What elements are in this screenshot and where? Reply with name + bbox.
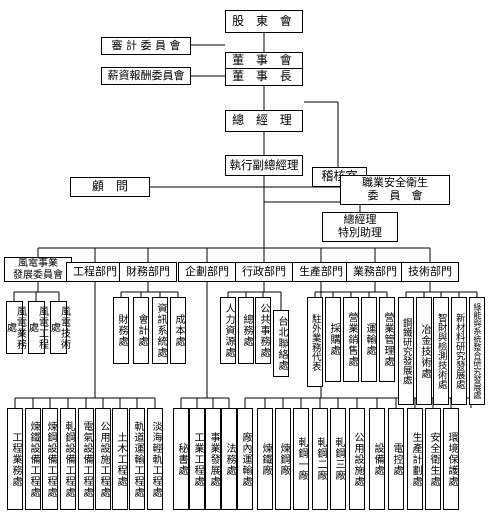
unit-box: 鋼鐵研究發展處 bbox=[398, 297, 414, 405]
unit-box: 軋鋼三廠 bbox=[330, 408, 346, 510]
unit-box: 工程業務處 bbox=[7, 408, 23, 510]
unit-box: 人力資源處 bbox=[220, 297, 236, 364]
unit-box: 營業銷售處 bbox=[343, 297, 359, 382]
board-of-directors-box: 董 事 會 bbox=[225, 52, 303, 69]
dept-admin: 行政部門 bbox=[235, 262, 293, 282]
unit-box: 軋鋼二廠 bbox=[312, 408, 328, 510]
unit-box: 軋鋼一廠 bbox=[293, 408, 309, 510]
unit-box: 法務處 bbox=[221, 408, 237, 510]
unit-box: 煉鐵廠 bbox=[257, 408, 273, 510]
unit-box: 廠內運輸處 bbox=[237, 408, 253, 510]
executive-vp-box: 執行副總經理 bbox=[225, 155, 303, 176]
dept-planning: 企劃部門 bbox=[178, 262, 236, 282]
unit-box: 工業工程處 bbox=[189, 408, 205, 510]
unit-box: 煉鋼廠 bbox=[275, 408, 291, 510]
unit-box: 風電工程處 bbox=[27, 301, 48, 354]
unit-box: 軌道運輸工程處 bbox=[129, 408, 145, 510]
compensation-committee-box: 薪資報酬委員會 bbox=[101, 67, 191, 85]
unit-box: 煉鋼設備工程處 bbox=[42, 408, 58, 510]
dept-technology: 技術部門 bbox=[401, 262, 459, 282]
unit-box: 綠能與系統整合研究發展處 bbox=[469, 297, 485, 405]
chairman-box: 董 事 長 bbox=[225, 68, 303, 86]
unit-box: 設備處 bbox=[369, 408, 385, 510]
unit-box: 智財與檢測技術處 bbox=[433, 297, 449, 405]
unit-box: 採購處 bbox=[325, 297, 341, 382]
unit-box: 營業管理處 bbox=[379, 297, 395, 382]
dept-business: 業務部門 bbox=[346, 262, 404, 282]
unit-box: 電氣設備工程處 bbox=[78, 408, 94, 510]
audit-committee-box: 審 計 委 員 會 bbox=[101, 37, 191, 55]
unit-box: 風電技術處 bbox=[49, 301, 70, 354]
advisor-box: 顧 問 bbox=[70, 177, 150, 197]
unit-box: 公共事務處 bbox=[255, 297, 271, 364]
unit-box: 會計處 bbox=[133, 297, 149, 364]
unit-box: 安全衛生處 bbox=[425, 408, 441, 510]
unit-box: 風電業務處 bbox=[5, 301, 26, 354]
unit-box: 駐外業務代表 bbox=[307, 297, 323, 387]
unit-box: 成本處 bbox=[170, 297, 186, 364]
unit-box: 總務處 bbox=[238, 297, 254, 364]
unit-box: 公用設施工程處 bbox=[95, 408, 111, 510]
unit-box: 公用設施處 bbox=[349, 408, 365, 510]
safety-committee-box: 職業安全衛生 委 員 會 bbox=[340, 175, 450, 205]
unit-box: 軋鋼設備工程處 bbox=[60, 408, 76, 510]
dept-finance: 財務部門 bbox=[119, 262, 177, 282]
unit-box: 淡海輕軌工程處 bbox=[147, 408, 163, 510]
shareholders-meeting-box: 股 東 會 bbox=[225, 10, 303, 33]
unit-box: 台北聯絡處 bbox=[273, 310, 289, 377]
unit-box: 運輸處 bbox=[361, 297, 377, 382]
special-assistant-box: 總經理 特別助理 bbox=[322, 212, 398, 242]
unit-box: 事業發展處 bbox=[205, 408, 221, 510]
unit-box: 資訊系統處 bbox=[152, 297, 168, 364]
unit-box: 電控處 bbox=[388, 408, 404, 510]
unit-box: 生產計劃處 bbox=[407, 408, 423, 510]
unit-box: 新材料研究發展處 bbox=[451, 297, 467, 405]
unit-box: 土木工程處 bbox=[112, 408, 128, 510]
unit-box: 秘書處 bbox=[173, 408, 189, 510]
dept-production: 生產部門 bbox=[292, 262, 350, 282]
unit-box: 環境保護處 bbox=[443, 408, 459, 510]
unit-box: 冶金技術處 bbox=[416, 297, 432, 405]
dept-engineering: 工程部門 bbox=[66, 262, 124, 282]
general-manager-box: 總 經 理 bbox=[225, 110, 303, 132]
unit-box: 財務處 bbox=[113, 297, 129, 364]
unit-box: 煉鐵設備工程處 bbox=[25, 408, 41, 510]
dept-wind: 風電事業 發展委員會 bbox=[4, 257, 72, 282]
